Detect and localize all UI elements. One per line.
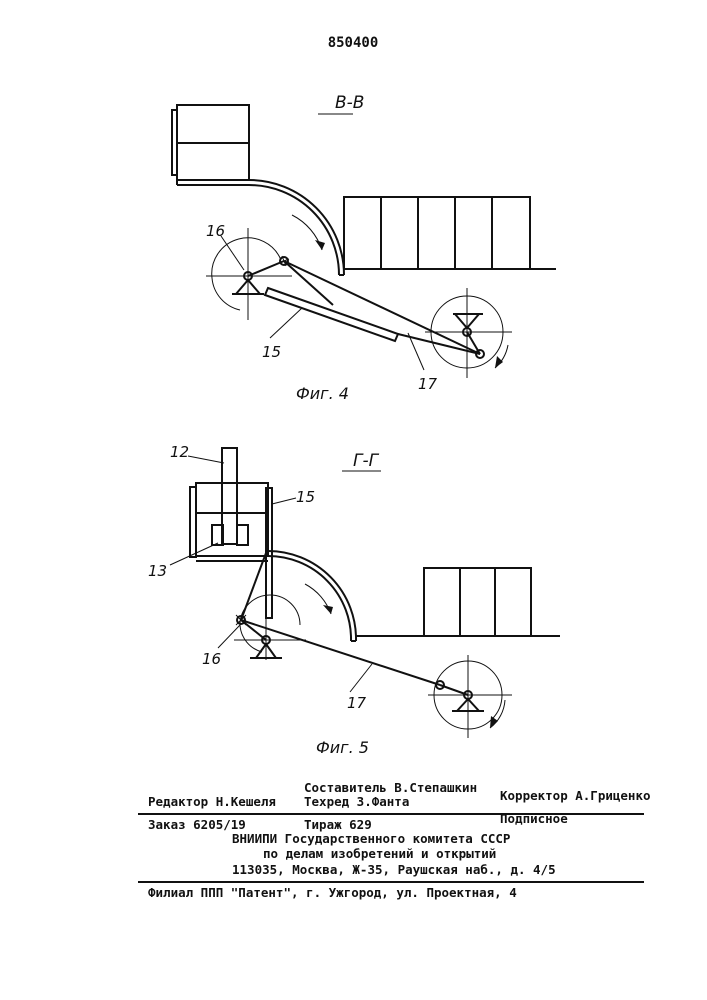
fig5-leader-17: [350, 664, 372, 692]
fig5-label-15: 15: [296, 488, 315, 506]
fig5-label-17: 17: [347, 694, 367, 712]
patent-number: 850400: [328, 35, 379, 51]
footer-address: 113035, Москва, Ж-35, Раушская наб., д. …: [232, 862, 556, 877]
fig5-curved-chute: [268, 551, 356, 641]
footer-corrector: Корректор А.Гриценко: [500, 788, 651, 803]
fig4-caption: Фиг. 4: [296, 384, 349, 403]
fig4-curved-chute: [249, 180, 344, 275]
fig4-label-16: 16: [206, 222, 225, 240]
fig5-label-12: 12: [170, 443, 189, 461]
fig5-conveyor: [356, 568, 560, 636]
fig5-leader-12: [188, 456, 224, 463]
figure-4: В-В: [172, 93, 556, 403]
footer-compiler: Составитель В.Степашкин: [304, 780, 477, 795]
fig4-leader-15: [270, 308, 302, 338]
fig4-label-17: 17: [418, 375, 438, 393]
fig5-leader-16: [218, 625, 240, 648]
footer-circulation: Тираж 629: [304, 817, 372, 832]
footer-techred: Техред З.Фанта: [304, 794, 409, 809]
fig4-label-15: 15: [262, 343, 281, 361]
footer-org-line1: ВНИИПИ Государственного комитета СССР: [232, 831, 510, 846]
figure-5: Г-Г: [148, 443, 560, 757]
footer-org-line2: по делам изобретений и открытий: [263, 846, 496, 861]
fig5-label-13: 13: [148, 562, 167, 580]
fig4-pusher-and-link: [265, 261, 480, 354]
fig4-section-label: В-В: [335, 93, 364, 113]
fig5-magazine: [190, 448, 272, 618]
fig4-left-crank: [206, 228, 292, 320]
footer-subscription: Подписное: [500, 811, 568, 826]
footer-order: Заказ 6205/19: [148, 817, 246, 832]
footer-editor: Редактор Н.Кешеля: [148, 794, 276, 809]
fig5-caption: Фиг. 5: [316, 738, 369, 757]
fig4-conveyor: [344, 197, 556, 269]
fig5-right-crank: [428, 655, 512, 738]
fig5-leader-15: [272, 498, 296, 504]
fig5-label-16: 16: [202, 650, 221, 668]
fig5-section-label: Г-Г: [353, 451, 380, 471]
fig5-left-crank: [234, 553, 306, 660]
fig4-magazine: [172, 105, 249, 185]
footer-branch: Филиал ППП "Патент", г. Ужгород, ул. Про…: [148, 885, 517, 900]
publication-footer: Составитель В.Степашкин Редактор Н.Кешел…: [138, 780, 651, 900]
